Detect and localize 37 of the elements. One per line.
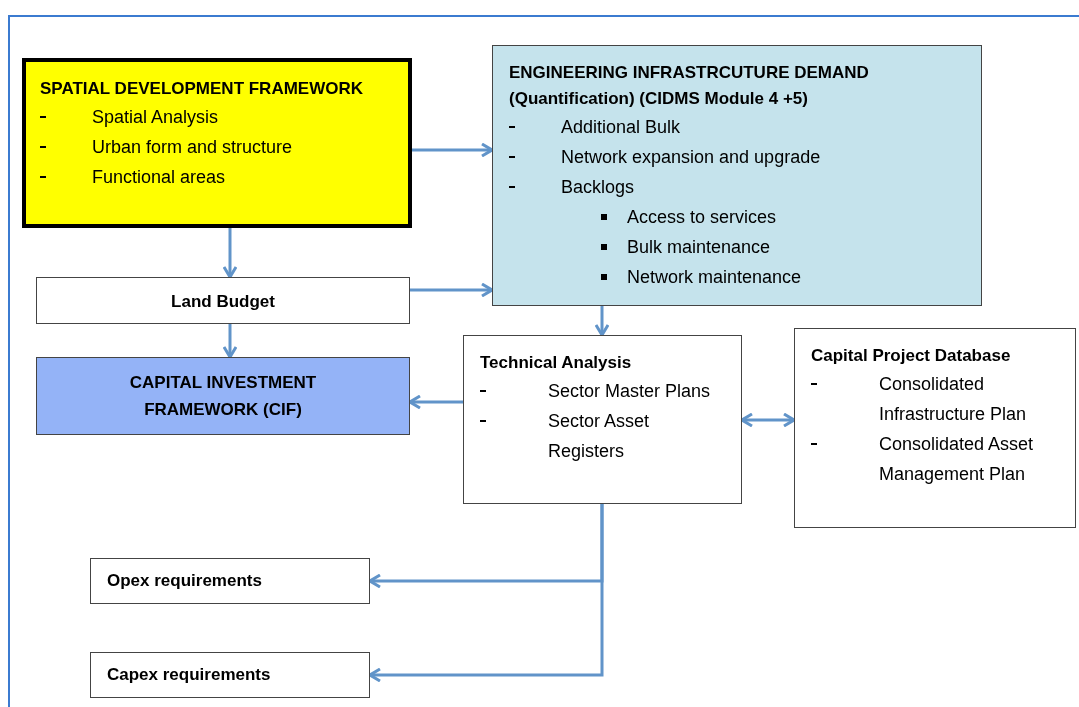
arrow bbox=[368, 504, 604, 683]
framework-box bbox=[36, 357, 410, 435]
list-item: Consolidated Infrastructure Plan bbox=[879, 373, 1028, 426]
arrow bbox=[408, 394, 463, 410]
process-box bbox=[90, 558, 370, 604]
box-title: SPATIAL DEVELOPMENT FRAMEWORK bbox=[40, 78, 364, 100]
list-item: Spatial Analysis bbox=[92, 106, 219, 129]
list-item: Consolidated Asset Management Plan bbox=[879, 433, 1035, 486]
framework-box bbox=[22, 58, 412, 228]
box-title: Land Budget bbox=[171, 291, 275, 313]
list-item: Bulk maintenance bbox=[627, 236, 771, 259]
box-title: Capex requirements bbox=[107, 664, 272, 686]
process-box bbox=[463, 335, 742, 504]
list-item: Network expansion and upgrade bbox=[561, 146, 821, 169]
arrow bbox=[740, 412, 796, 428]
process-box bbox=[36, 277, 410, 324]
list-item: Urban form and structure bbox=[92, 136, 293, 159]
box-title: Capital Project Database bbox=[811, 345, 1012, 367]
box-title: CAPITAL INVESTMENT FRAMEWORK (CIF) bbox=[128, 372, 318, 421]
arrow bbox=[594, 306, 610, 337]
list-item: Access to services bbox=[627, 206, 777, 229]
process-box bbox=[90, 652, 370, 698]
arrow bbox=[222, 228, 238, 279]
list-item: Sector Asset Registers bbox=[548, 410, 651, 463]
arrow bbox=[222, 324, 238, 359]
demand-box bbox=[492, 45, 982, 306]
list-item: Backlogs bbox=[561, 176, 635, 199]
arrow bbox=[412, 142, 494, 158]
box-title: Technical Analysis bbox=[480, 352, 633, 374]
arrow bbox=[410, 282, 494, 298]
list-item: Additional Bulk bbox=[561, 116, 681, 139]
box-title: Opex requirements bbox=[107, 570, 263, 592]
list-item: Network maintenance bbox=[627, 266, 802, 289]
database-box bbox=[794, 328, 1076, 528]
list-item: Sector Master Plans bbox=[548, 380, 711, 403]
list-item: Functional areas bbox=[92, 166, 226, 189]
box-title: ENGINEERING INFRASTRCUTURE DEMAND (Quantification) (CIDMS Module 4 +5) bbox=[509, 62, 870, 110]
